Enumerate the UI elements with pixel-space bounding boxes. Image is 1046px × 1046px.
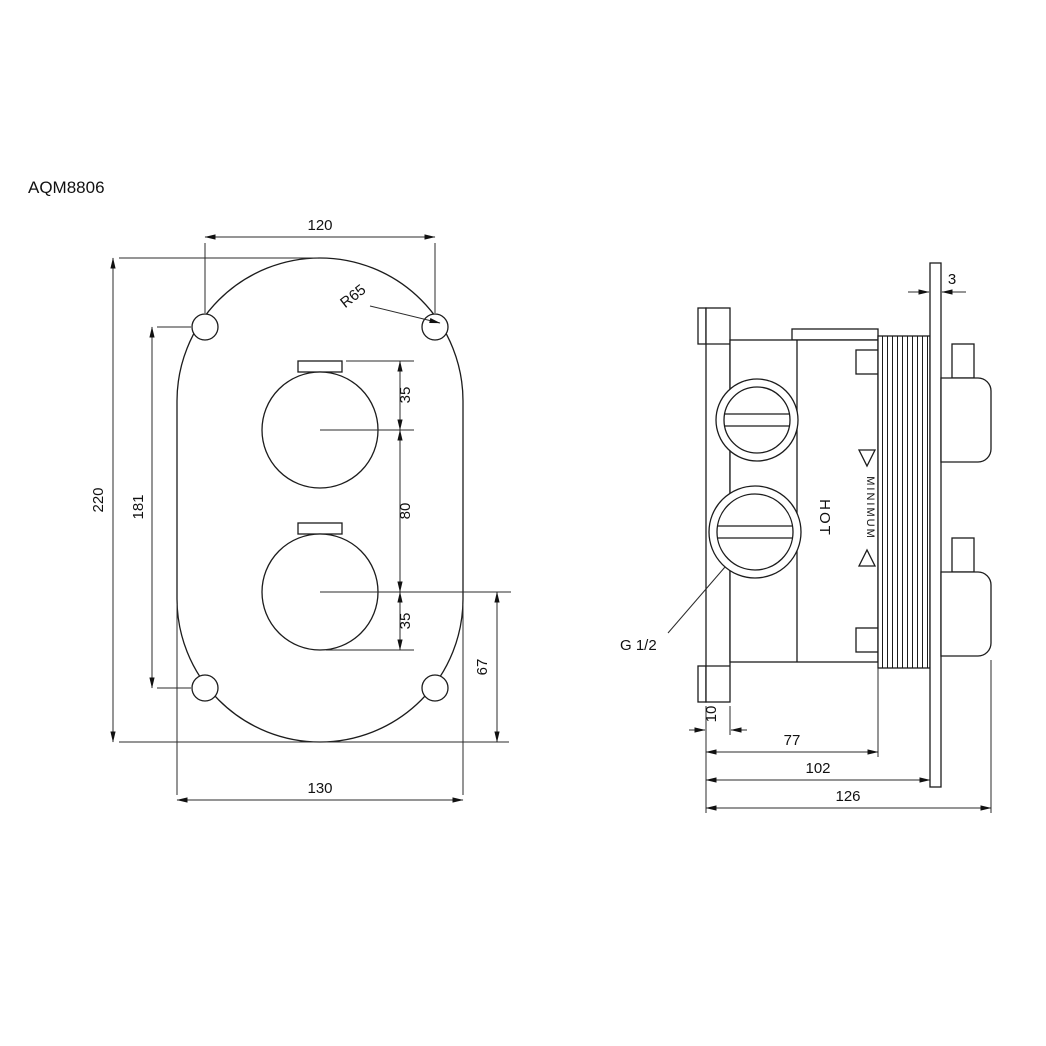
dim-10-label: 10 xyxy=(703,706,720,723)
model-number-label: AQM8806 xyxy=(28,178,105,197)
dim-130-label: 130 xyxy=(307,780,332,797)
lower-knob-lever xyxy=(297,522,343,535)
lug-top-right xyxy=(421,313,449,341)
upper-handle-lever xyxy=(951,343,975,379)
dim-3-label: 3 xyxy=(948,271,956,288)
front-plate-outline xyxy=(176,257,464,743)
dimension-to-plate: 102 xyxy=(705,760,931,783)
bracket-foot-top xyxy=(697,307,707,345)
dimension-hole-spacing-v: 181 xyxy=(130,326,191,689)
dimension-hole-spacing-h: 120 xyxy=(204,217,436,313)
minimum-pointer-bottom xyxy=(857,548,877,567)
mounting-lugs xyxy=(191,313,449,702)
bracket-foot-bottom xyxy=(697,665,707,703)
connection-callout: G 1/2 xyxy=(620,566,726,654)
body-tab-top xyxy=(855,349,879,375)
lower-handle-body xyxy=(940,571,992,657)
dimension-knob-to-edge: 67 xyxy=(474,591,500,743)
dimension-bracket-foot: 10 xyxy=(689,706,747,813)
minimum-pointer-top xyxy=(857,449,877,468)
dim-35-top-label: 35 xyxy=(397,387,414,404)
dim-35-bottom-label: 35 xyxy=(397,613,414,630)
dim-181-label: 181 xyxy=(130,494,147,519)
lower-handle-side xyxy=(940,537,992,657)
hot-label: HOT xyxy=(816,499,833,537)
lower-port-inner xyxy=(716,493,794,571)
inlet-ports xyxy=(708,378,802,579)
dimension-plate-width: 130 xyxy=(176,604,464,803)
upper-knob-lever xyxy=(297,360,343,373)
dimension-knob-chain: 35 80 35 xyxy=(320,360,511,651)
dim-67-label: 67 xyxy=(474,659,491,676)
wall-plate xyxy=(929,262,942,788)
front-view: 120 R65 220 181 35 80 35 xyxy=(90,217,511,803)
dimension-plate-thickness: 3 xyxy=(908,271,966,295)
upper-handle-body xyxy=(940,377,992,463)
threaded-sleeve xyxy=(877,335,931,669)
dimension-plate-height: 220 xyxy=(90,257,509,743)
minimum-marking: MINIMUM xyxy=(857,449,877,567)
lug-bottom-left xyxy=(191,674,219,702)
dim-77-label: 77 xyxy=(784,732,801,749)
upper-handle-side xyxy=(940,343,992,463)
lug-top-left xyxy=(191,313,219,341)
lower-handle-lever xyxy=(951,537,975,573)
dim-126-label: 126 xyxy=(835,788,860,805)
minimum-label: MINIMUM xyxy=(864,476,876,540)
side-view: HOT MINIMUM G 1/2 3 10 77 xyxy=(620,262,992,813)
dim-220-label: 220 xyxy=(90,487,107,512)
dim-80-label: 80 xyxy=(397,503,414,520)
lug-bottom-right xyxy=(421,674,449,702)
dim-120-label: 120 xyxy=(307,217,332,234)
body-top-step xyxy=(791,328,879,341)
lower-port-outer xyxy=(708,485,802,579)
connection-label: G 1/2 xyxy=(620,637,657,654)
dim-102-label: 102 xyxy=(805,760,830,777)
dimension-body-depth: 77 xyxy=(705,668,879,757)
upper-port-inner xyxy=(723,386,791,454)
upper-port-outer xyxy=(715,378,799,462)
body-tab-bottom xyxy=(855,627,879,653)
dimension-overall-depth: 126 xyxy=(705,660,992,813)
